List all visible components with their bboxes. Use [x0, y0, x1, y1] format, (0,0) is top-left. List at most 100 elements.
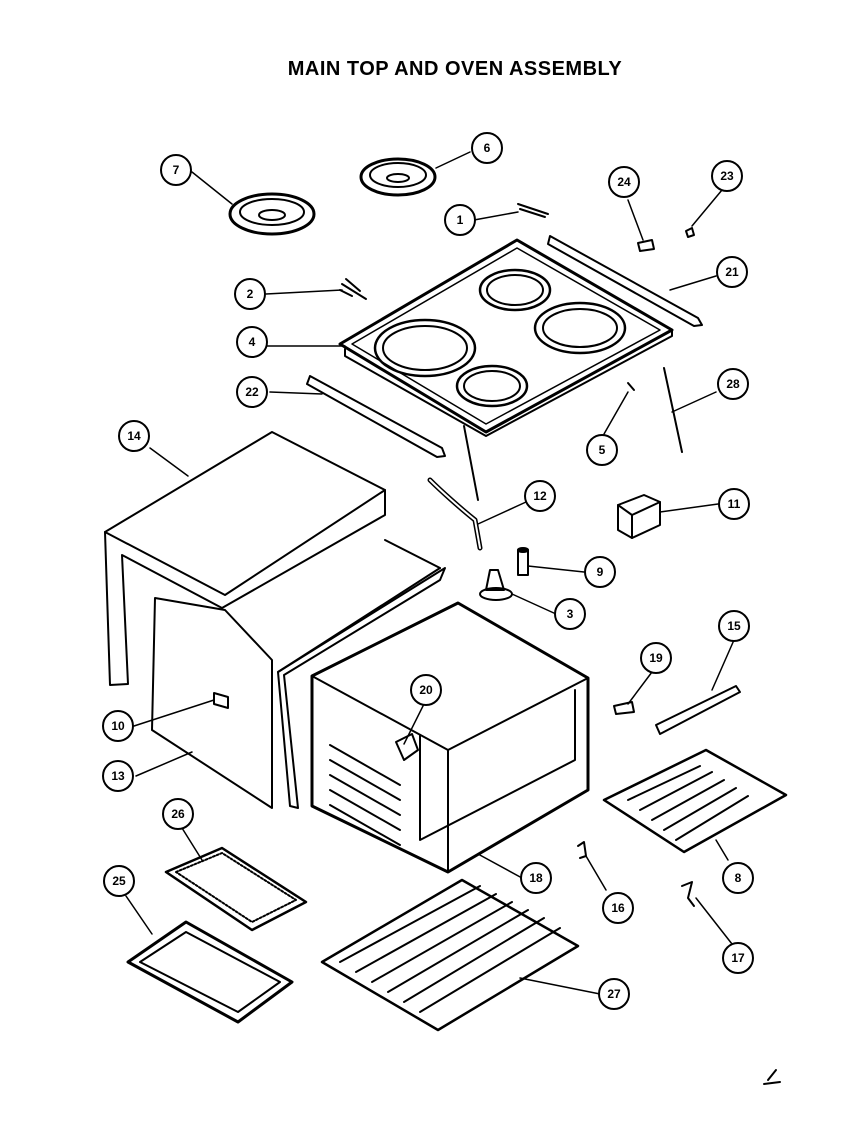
callout-label: 25: [112, 874, 126, 888]
leader-lines: [125, 151, 735, 995]
part-oven-cavity: [310, 601, 590, 874]
callout-label: 14: [127, 429, 141, 443]
part-broiler-pan: [126, 920, 294, 1024]
part-element-bracket: [395, 733, 419, 761]
callout-label: 23: [720, 169, 734, 183]
part-switch-bracket: [617, 494, 661, 539]
part-hook-left: [577, 841, 587, 859]
callout-14: 14: [118, 420, 150, 452]
part-bracket: [339, 278, 367, 300]
part-drip-bowl-small: [359, 157, 437, 197]
callout-circle: [584, 556, 616, 588]
callout-label: 1: [457, 213, 464, 227]
callout-label: 12: [533, 489, 547, 503]
callout-label: 18: [529, 871, 543, 885]
callout-20: 20: [410, 674, 442, 706]
callout-label: 4: [249, 335, 256, 349]
part-support-rod: [463, 367, 683, 501]
part-rack-support: [655, 685, 741, 735]
callout-3: 3: [554, 598, 586, 630]
part-sleeve: [517, 547, 529, 576]
callout-2: 2: [234, 278, 266, 310]
callout-4: 4: [236, 326, 268, 358]
callout-circle: [444, 204, 476, 236]
callout-label: 28: [726, 377, 740, 391]
callout-circle: [162, 798, 194, 830]
callout-circles: 1234567891011121314151617181920212223242…: [102, 132, 754, 1010]
callout-label: 16: [611, 901, 625, 915]
part-tab: [213, 692, 229, 709]
callout-label: 7: [173, 163, 180, 177]
callout-label: 9: [597, 565, 604, 579]
callout-label: 19: [649, 651, 663, 665]
part-rack-clip: [613, 701, 635, 715]
callout-circle: [236, 376, 268, 408]
callout-circle: [554, 598, 586, 630]
callout-23: 23: [711, 160, 743, 192]
callout-label: 17: [731, 951, 745, 965]
callout-12: 12: [524, 480, 556, 512]
callout-8: 8: [722, 862, 754, 894]
callout-circle: [160, 154, 192, 186]
callout-label: 13: [111, 769, 125, 783]
callout-label: 11: [728, 497, 741, 511]
callout-circle: [520, 862, 552, 894]
callout-26: 26: [162, 798, 194, 830]
callout-circle: [234, 278, 266, 310]
part-insulation-top: [104, 431, 446, 809]
callout-10: 10: [102, 710, 134, 742]
callout-label: 21: [725, 265, 739, 279]
part-vent: [479, 569, 513, 601]
callout-circle: [722, 942, 754, 974]
callout-label: 6: [484, 141, 491, 155]
callout-circle: [711, 160, 743, 192]
callout-circle: [410, 674, 442, 706]
callout-label: 10: [111, 719, 125, 733]
callout-label: 24: [617, 175, 631, 189]
callout-5: 5: [586, 434, 618, 466]
callout-circle: [716, 256, 748, 288]
callout-22: 22: [236, 376, 268, 408]
part-trim-strip-front: [306, 375, 446, 458]
callout-circle: [236, 326, 268, 358]
callout-label: 27: [607, 987, 621, 1001]
callout-circle: [103, 865, 135, 897]
callout-circle: [602, 892, 634, 924]
page-mark: [763, 1069, 781, 1085]
callout-circle: [717, 368, 749, 400]
callout-13: 13: [102, 760, 134, 792]
diagram-title: MAIN TOP AND OVEN ASSEMBLY: [287, 58, 623, 80]
callout-circle: [471, 132, 503, 164]
callout-circle: [102, 760, 134, 792]
part-tube: [427, 477, 483, 551]
callout-circle: [722, 862, 754, 894]
callout-15: 15: [718, 610, 750, 642]
part-drip-bowl-large: [228, 192, 316, 236]
part-broiler-grid: [164, 846, 308, 932]
callout-circle: [640, 642, 672, 674]
callout-17: 17: [722, 942, 754, 974]
callout-label: 20: [419, 683, 433, 697]
callout-27: 27: [598, 978, 630, 1010]
callout-label: 2: [247, 287, 254, 301]
callout-circle: [598, 978, 630, 1010]
callout-6: 6: [471, 132, 503, 164]
part-broil-element: [602, 748, 788, 854]
callout-9: 9: [584, 556, 616, 588]
part-screw: [685, 227, 695, 238]
part-clip-small: [637, 239, 655, 252]
callout-label: 26: [171, 807, 185, 821]
callout-circle: [586, 434, 618, 466]
part-trim-strip-rear: [547, 235, 703, 327]
callout-19: 19: [640, 642, 672, 674]
callout-11: 11: [718, 488, 750, 520]
callout-circle: [718, 488, 750, 520]
part-cooktop: [338, 238, 674, 437]
callout-label: 15: [727, 619, 741, 633]
callout-circle: [524, 480, 556, 512]
callout-24: 24: [608, 166, 640, 198]
callout-label: 22: [245, 385, 259, 399]
callout-25: 25: [103, 865, 135, 897]
